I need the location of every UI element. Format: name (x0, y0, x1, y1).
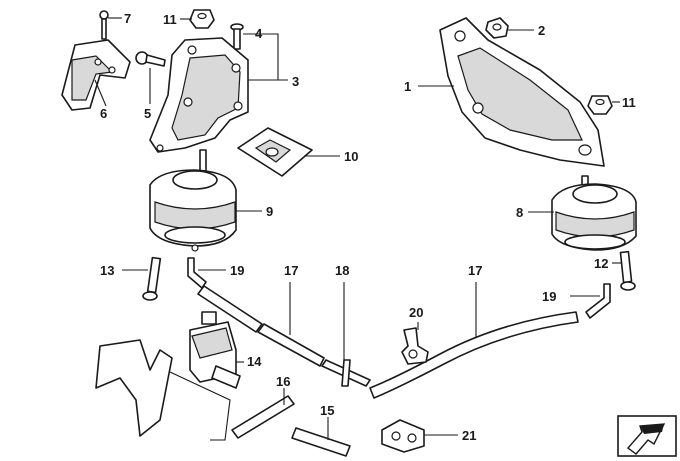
label-15: 15 (320, 403, 334, 418)
label-12: 12 (594, 256, 608, 271)
label-17-left: 17 (284, 263, 298, 278)
part-18-t-connector (321, 359, 371, 387)
label-6: 6 (100, 106, 107, 121)
label-11-top: 11 (163, 12, 177, 27)
part-1-support-bracket (439, 17, 605, 167)
label-20: 20 (409, 305, 423, 320)
solenoid-bracket (95, 339, 231, 441)
label-2: 2 (538, 23, 545, 38)
part-17-hose-left (197, 285, 325, 367)
part-4-bolt (230, 23, 244, 50)
part-6-bracket (61, 39, 131, 111)
part-15-hose (291, 427, 351, 457)
label-7: 7 (124, 11, 131, 26)
label-4: 4 (255, 26, 263, 41)
part-7-bolt (99, 10, 109, 40)
label-9: 9 (266, 204, 273, 219)
part-14-solenoid-valve (189, 311, 241, 389)
label-10: 10 (344, 149, 358, 164)
part-19-fitting-left (187, 257, 207, 289)
label-5: 5 (144, 106, 151, 121)
part-9-engine-mount (149, 149, 237, 252)
part-17-hose-right (369, 311, 579, 399)
part-21-double-clip (381, 419, 425, 453)
label-8: 8 (516, 205, 523, 220)
part-11-nut-right (587, 95, 613, 115)
part-3-engine-bracket (149, 37, 249, 153)
leader-4 (243, 33, 279, 80)
part-11-nut-top (189, 9, 215, 29)
label-1: 1 (404, 79, 411, 94)
leader-6 (94, 79, 107, 107)
part-10-pad (237, 127, 313, 177)
part-5-bolt (135, 51, 166, 67)
part-20-clip (401, 327, 429, 365)
label-14: 14 (247, 354, 262, 369)
part-16-hose (231, 395, 295, 439)
part-13-bolt (142, 256, 162, 301)
label-19-left: 19 (230, 263, 244, 278)
label-21: 21 (462, 428, 476, 443)
part-12-bolt (619, 250, 636, 291)
label-19-right: 19 (542, 289, 556, 304)
label-13: 13 (100, 263, 114, 278)
part-19-fitting-right (585, 283, 611, 319)
label-16: 16 (276, 374, 290, 389)
label-17-right: 17 (468, 263, 482, 278)
part-8-engine-mount (551, 175, 637, 251)
arrow-icon (617, 415, 677, 457)
part-2-bolt (485, 17, 509, 39)
label-3: 3 (292, 74, 299, 89)
label-18: 18 (335, 263, 349, 278)
label-11-right: 11 (622, 95, 636, 110)
